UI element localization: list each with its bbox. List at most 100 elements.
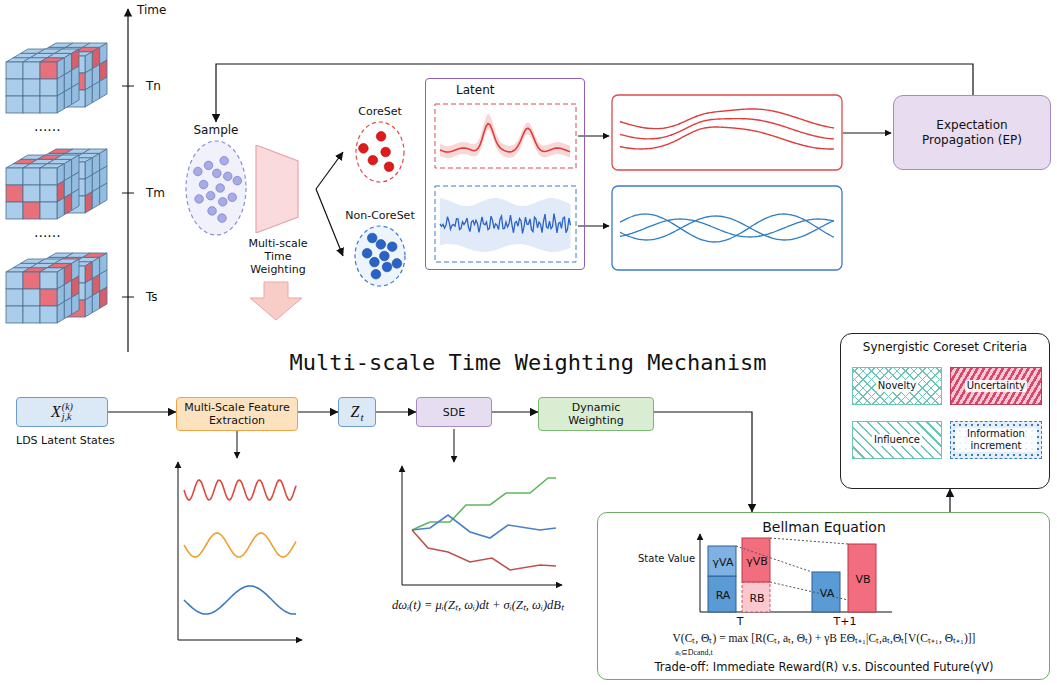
tick — [122, 193, 134, 194]
input-box: X(k)j,k — [16, 397, 108, 427]
equation: dωᵢ(t) = μᵢ(Zₜ, ωᵢ)dt + σᵢ(Zₜ, ωᵢ)dBₜ — [392, 596, 564, 613]
node-text: Uncertainty — [965, 380, 1027, 392]
panel-curves — [620, 109, 834, 242]
bar — [742, 538, 770, 582]
axis-label: Time — [137, 3, 166, 17]
curve — [620, 216, 834, 240]
node-text: Synergistic Coreset Criteria — [841, 340, 1049, 354]
dotted-guide — [770, 538, 848, 544]
node-text: Z — [351, 403, 360, 421]
node-text: Sample — [184, 122, 248, 138]
bar — [742, 582, 770, 612]
rubik-cube — [6, 155, 79, 219]
wave-curves — [184, 478, 556, 614]
arrow — [237, 429, 238, 458]
tick — [122, 297, 134, 298]
criteria-panel: Synergistic Coreset CriteriaNovelty Uncer… — [840, 333, 1050, 489]
chart-axis — [700, 534, 701, 612]
node-text: Multi-scale Time Weighting — [240, 237, 316, 276]
curve — [620, 119, 834, 139]
connector — [316, 152, 343, 189]
node-text: T — [737, 615, 744, 628]
node-text: (k) — [62, 402, 73, 412]
node-text: Bellman Equation — [762, 519, 886, 535]
node-text: VB — [855, 573, 870, 586]
index-stack: (k)j,k — [62, 402, 73, 422]
time-tick-label: Tn — [146, 79, 161, 93]
arrow — [843, 133, 891, 134]
node-text: T+1 — [834, 615, 857, 628]
node-text: Dynamic Weighting — [545, 401, 647, 427]
connector — [298, 411, 338, 412]
curve — [620, 219, 834, 237]
connector — [949, 489, 950, 512]
node-text: Information increment — [955, 428, 1037, 452]
arrow — [578, 226, 609, 227]
time-axis — [127, 9, 128, 352]
node-text: Novelty — [876, 380, 918, 392]
bar — [812, 572, 840, 612]
uncertainty-band — [440, 114, 570, 158]
weighting-trapezoid: Multi-scale Time Weighting — [240, 145, 316, 276]
node-text: Trade-off: Immediate Reward(R) v.s. Disc… — [654, 660, 993, 674]
node-text: γVA — [713, 556, 734, 569]
criterion-swatch: Novelty — [852, 367, 942, 405]
connector — [108, 411, 176, 412]
node-text: VA — [820, 587, 834, 600]
bar — [848, 544, 876, 612]
node-text: j,k — [62, 412, 73, 422]
ellipsis: ...... — [34, 224, 61, 240]
criterion-swatch: Influence — [852, 421, 942, 459]
connector — [216, 64, 973, 122]
rubik-cube — [6, 259, 79, 323]
node-text: Latent — [456, 83, 584, 97]
set-ellipse — [184, 138, 248, 238]
sample-set: Sample — [184, 122, 248, 238]
arrow — [578, 136, 609, 137]
sine-wave — [184, 480, 296, 500]
node-text: Influence — [872, 434, 922, 446]
sde-path — [412, 515, 556, 538]
latent-curves — [440, 114, 571, 252]
cube-illustration — [6, 43, 107, 323]
tick — [122, 86, 134, 87]
process-box: Dynamic Weighting — [538, 397, 654, 431]
node-text: V(Cₜ, Θₜ) = max [R(Cₜ, aₜ, Θₜ) + γB EΘₜ₊… — [673, 630, 976, 645]
connector — [492, 411, 538, 412]
set-ellipse — [343, 224, 417, 288]
process-box: SDE — [416, 397, 492, 427]
connector — [376, 411, 416, 412]
bellman-panel: Bellman EquationState ValueγVARAγVBRBVAV… — [597, 512, 1050, 680]
coreset: CoreSet — [343, 104, 417, 184]
time-tick-label: Tm — [146, 186, 165, 200]
dashed-box — [435, 186, 576, 262]
chart-axis — [178, 640, 302, 641]
node-text: Expectation Propagation (EP) — [900, 118, 1044, 148]
node-text: SDE — [443, 406, 465, 419]
curve — [620, 127, 834, 149]
chart-axis — [402, 585, 562, 586]
non-coreset: Non-CoreSet — [343, 208, 417, 288]
bar — [708, 576, 736, 612]
trapezoid-shape — [240, 145, 316, 233]
latent-curve — [440, 124, 570, 152]
sde-path — [412, 530, 556, 570]
node-text: CoreSet — [343, 104, 417, 120]
set-ellipse — [343, 120, 417, 184]
bar — [708, 546, 736, 576]
node-text: RA — [716, 589, 731, 602]
node-text: t — [360, 411, 363, 423]
dotted-guide — [770, 582, 848, 600]
node-text: Non-CoreSet — [343, 208, 417, 224]
section-title: Multi-scale Time Weighting Mechanism — [290, 350, 767, 375]
dashed-box — [435, 104, 576, 168]
chart-axis — [402, 466, 403, 585]
latent-curve — [440, 214, 571, 234]
sine-wave — [184, 533, 296, 557]
curve-panel — [612, 186, 842, 270]
process-box: Multi-Scale Feature Extraction — [176, 397, 298, 431]
node-text: X — [51, 403, 61, 421]
criterion-swatch: Uncertainty — [950, 367, 1042, 405]
node-text: Multi-Scale Feature Extraction — [183, 401, 291, 427]
node-text: State Value — [638, 553, 695, 564]
